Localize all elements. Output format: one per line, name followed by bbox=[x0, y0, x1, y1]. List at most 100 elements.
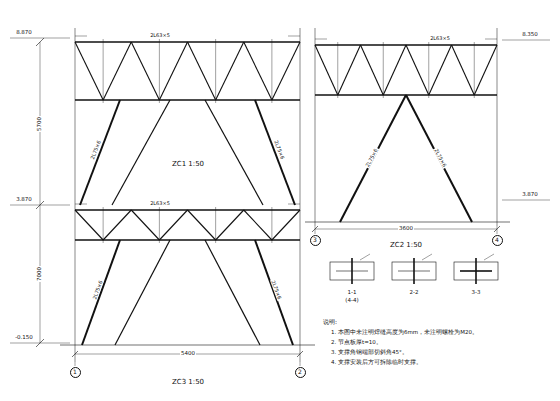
member-line bbox=[452, 45, 475, 95]
member-line bbox=[383, 45, 406, 95]
member-line bbox=[502, 40, 550, 41]
member-line bbox=[422, 254, 432, 260]
member-line bbox=[485, 39, 497, 40]
member-size: 2L75×6 bbox=[270, 279, 282, 301]
member-line bbox=[428, 42, 429, 98]
member-line bbox=[497, 226, 498, 234]
member-line bbox=[406, 45, 429, 95]
member-line bbox=[205, 100, 263, 205]
member-line bbox=[72, 351, 78, 357]
dimension: 3600 bbox=[398, 226, 414, 232]
member-line bbox=[361, 45, 384, 95]
section-label: 1-1 bbox=[347, 290, 358, 296]
member-line bbox=[159, 207, 160, 243]
member-line bbox=[75, 28, 76, 362]
member-line bbox=[216, 42, 244, 100]
section-label: 3-3 bbox=[471, 290, 482, 296]
dimension: 5700 bbox=[37, 116, 43, 132]
member-line bbox=[215, 39, 216, 103]
member-line bbox=[159, 39, 160, 103]
member-line bbox=[336, 271, 368, 272]
elevation: 8.350 bbox=[521, 32, 539, 38]
member-line bbox=[215, 207, 216, 243]
dimension: 5400 bbox=[180, 351, 196, 357]
member-line bbox=[75, 210, 103, 240]
member-size: 2L63×5 bbox=[149, 33, 171, 38]
member-line bbox=[103, 42, 131, 100]
member-line bbox=[216, 210, 244, 240]
member-line bbox=[272, 210, 300, 240]
member-line bbox=[474, 42, 475, 98]
member-line bbox=[398, 271, 430, 272]
member-line bbox=[244, 210, 272, 240]
member-size: 2L63×5 bbox=[149, 201, 171, 206]
note-text: 3. 支撑角钢端部切斜角45°。 bbox=[330, 350, 409, 356]
member-line bbox=[271, 207, 272, 243]
elevation: 3.870 bbox=[521, 192, 539, 198]
member-size: 2L63×5 bbox=[429, 36, 451, 41]
member-line bbox=[383, 42, 384, 98]
section-label: 2-2 bbox=[409, 290, 420, 296]
elevation: -0.150 bbox=[14, 335, 34, 341]
member-line bbox=[36, 339, 44, 347]
member-line bbox=[305, 222, 510, 223]
note-text: 2. 节点板厚t=10。 bbox=[330, 340, 383, 346]
member-line bbox=[75, 36, 87, 37]
view-title: ZC1 1:50 bbox=[171, 161, 205, 168]
axis-number: 4 bbox=[495, 237, 499, 243]
member-line bbox=[484, 254, 494, 260]
member-line bbox=[288, 36, 300, 37]
elevation: 3.870 bbox=[15, 197, 33, 203]
member-line bbox=[315, 39, 327, 40]
member-line bbox=[255, 100, 295, 205]
note-text: 1. 本图中未注明焊缝高度为6mm，未注明螺栓为M20。 bbox=[330, 330, 479, 336]
member-line bbox=[315, 226, 316, 234]
member-line bbox=[272, 42, 300, 100]
member-line bbox=[159, 210, 187, 240]
member-line bbox=[340, 95, 406, 222]
member-line bbox=[315, 45, 338, 95]
member-line bbox=[103, 207, 104, 243]
member-line bbox=[205, 240, 260, 345]
axis-bubble: 4 bbox=[492, 235, 503, 246]
member-line bbox=[60, 345, 315, 346]
member-line bbox=[112, 100, 170, 205]
member-line bbox=[36, 38, 44, 46]
member-line bbox=[300, 362, 301, 366]
member-line bbox=[115, 240, 170, 345]
member-line bbox=[131, 42, 159, 100]
note-heading: 说明: bbox=[322, 319, 338, 325]
member-line bbox=[82, 240, 120, 345]
member-line bbox=[429, 45, 452, 95]
member-line bbox=[297, 351, 303, 357]
view-title: ZC3 1:50 bbox=[171, 379, 205, 386]
member-line bbox=[75, 362, 76, 366]
member-line bbox=[36, 201, 44, 209]
axis-number: 3 bbox=[313, 237, 317, 243]
member-line bbox=[338, 45, 361, 95]
member-line bbox=[75, 99, 300, 100]
member-line bbox=[159, 42, 187, 100]
member-line bbox=[131, 210, 159, 240]
dimension: 7000 bbox=[37, 266, 43, 282]
member-line bbox=[103, 210, 131, 240]
member-line bbox=[315, 28, 316, 226]
member-line bbox=[460, 270, 492, 272]
member-line bbox=[271, 39, 272, 103]
member-line bbox=[255, 240, 293, 345]
view-title: ZC2 1:50 bbox=[389, 242, 423, 249]
member-line bbox=[10, 38, 70, 39]
member-line bbox=[360, 254, 370, 260]
member-line bbox=[75, 42, 103, 100]
member-line bbox=[300, 28, 301, 362]
member-line bbox=[103, 39, 104, 103]
member-line bbox=[75, 239, 300, 240]
section-label: (4-4) bbox=[344, 298, 359, 304]
member-line bbox=[502, 200, 550, 201]
member-line bbox=[497, 28, 498, 226]
member-line bbox=[80, 100, 120, 205]
elevation: 8.870 bbox=[15, 30, 33, 36]
axis-number: 1 bbox=[73, 369, 77, 375]
member-line bbox=[188, 210, 216, 240]
